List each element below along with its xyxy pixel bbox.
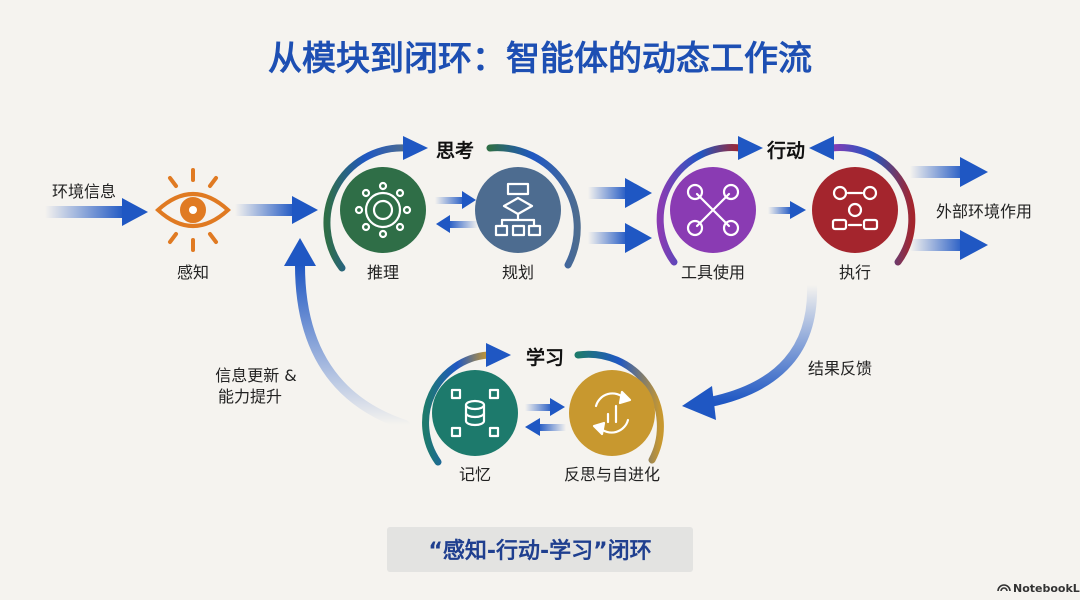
group-label-thinking: 思考 (436, 140, 474, 162)
network-gear-icon (354, 181, 412, 239)
thinking-cycle-arc (323, 136, 581, 272)
update-label-line1: 信息更新 & (215, 366, 297, 385)
node-label-reflection: 反思与自进化 (564, 465, 660, 484)
flowchart-icon (494, 182, 542, 237)
node-reflection (569, 370, 655, 456)
wrenches-icon (686, 183, 740, 237)
node-label-perception: 感知 (177, 263, 209, 282)
notebooklm-logo-icon (997, 584, 1011, 592)
refresh-up-icon (592, 390, 632, 436)
eye-icon (155, 168, 231, 252)
page-title: 从模块到闭环：智能体的动态工作流 (268, 39, 812, 79)
footer-brand: NotebookLM (1013, 582, 1080, 595)
loop-caption-box (387, 527, 693, 572)
memory-reflection-arrows (525, 398, 566, 436)
output-arrows (910, 157, 988, 260)
group-label-action: 行动 (766, 139, 805, 162)
feedback-arrow (682, 280, 818, 420)
update-label-line2: 能力提升 (218, 387, 282, 406)
group-label-learning: 学习 (526, 346, 564, 369)
node-reasoning (340, 167, 426, 253)
database-icon (450, 388, 500, 438)
node-label-tool-use: 工具使用 (681, 263, 745, 282)
loop-caption: “感知-行动-学习”闭环 (428, 538, 651, 564)
input-label: 环境信息 (52, 182, 116, 201)
action-cycle-arc (656, 136, 916, 266)
node-label-reasoning: 推理 (367, 263, 399, 282)
update-arrow (284, 238, 410, 430)
perception-to-reasoning-arrow (235, 196, 318, 224)
robots-gears-icon (831, 185, 879, 231)
node-execution (812, 167, 898, 253)
node-memory (432, 370, 518, 456)
feedback-label: 结果反馈 (808, 359, 872, 378)
output-label: 外部环境作用 (936, 202, 1032, 221)
tool-to-execution-arrow (768, 201, 806, 219)
learning-cycle-arc (422, 343, 664, 466)
node-planning (475, 167, 561, 253)
node-tool-use (670, 167, 756, 253)
node-label-planning: 规划 (502, 263, 534, 282)
input-arrow (45, 198, 148, 226)
reasoning-planning-arrows (435, 191, 478, 233)
node-label-execution: 执行 (839, 263, 871, 282)
node-label-memory: 记忆 (459, 465, 491, 484)
planning-to-action-arrows (588, 178, 652, 253)
